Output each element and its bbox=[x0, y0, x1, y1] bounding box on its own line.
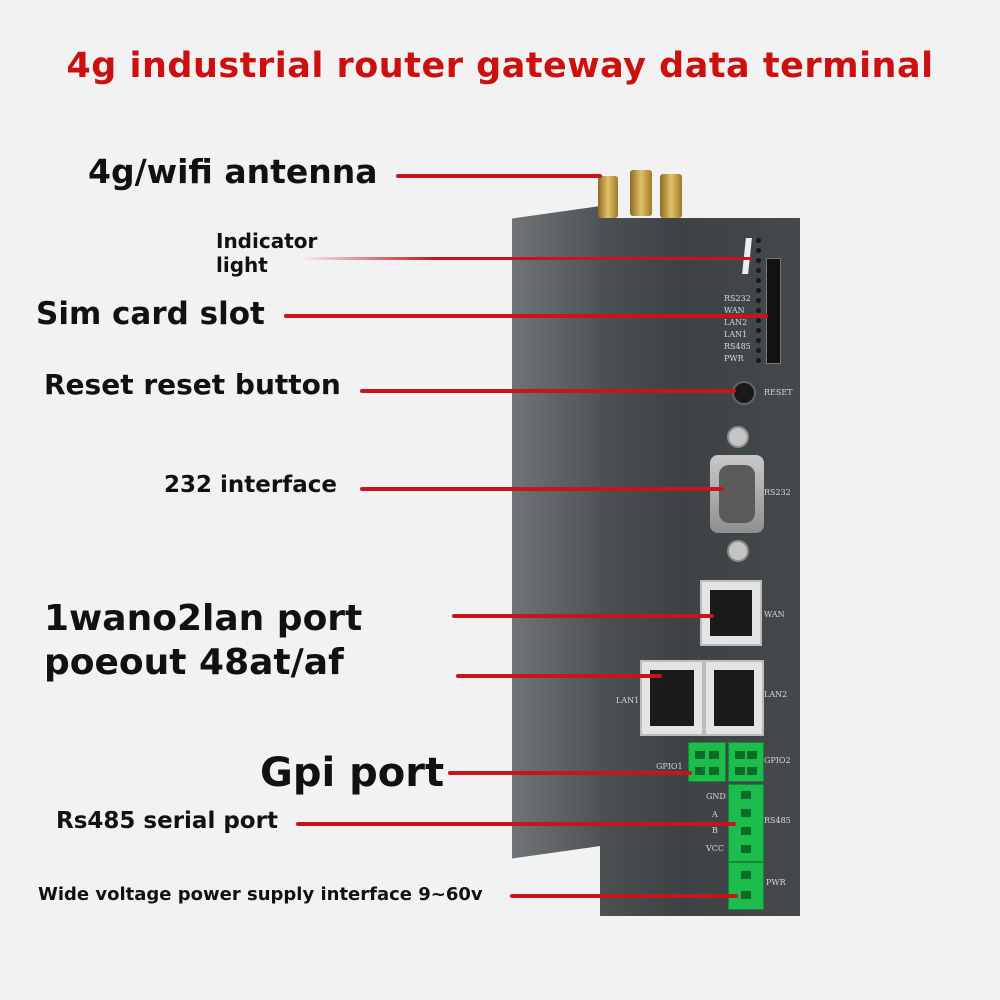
gnd-panel-label: GND bbox=[706, 792, 726, 801]
vcc-panel-label: VCC bbox=[706, 844, 725, 853]
indicator-callout-line1: Indicator bbox=[216, 229, 318, 253]
gpio1-panel-label: GPIO1 bbox=[656, 762, 683, 771]
wan-port bbox=[700, 580, 762, 646]
led-label-lan1: LAN1 bbox=[724, 330, 748, 339]
pwr-panel-label: PWR bbox=[766, 878, 786, 887]
db9-screw-bottom bbox=[727, 540, 749, 562]
rs485-panel-label: RS485 bbox=[764, 816, 791, 825]
gpi-leader-line bbox=[448, 771, 692, 775]
rs232-callout: 232 interface bbox=[164, 472, 337, 498]
rs232-panel-label: RS232 bbox=[764, 488, 791, 497]
antenna-callout: 4g/wifi antenna bbox=[88, 152, 378, 191]
gpi-callout: Gpi port bbox=[260, 750, 445, 796]
wan-leader-line bbox=[452, 614, 714, 618]
rs485-callout: Rs485 serial port bbox=[56, 808, 278, 834]
rs232-db9-connector bbox=[710, 455, 764, 533]
reset-callout: Reset reset button bbox=[44, 368, 341, 401]
lan2-panel-label: LAN2 bbox=[764, 690, 788, 699]
wan-panel-label: WAN bbox=[764, 610, 785, 619]
rs485-leader-line bbox=[296, 822, 736, 826]
led-label-pwr: PWR bbox=[724, 354, 744, 363]
antenna-leader-line bbox=[396, 174, 602, 178]
db9-screw-top bbox=[727, 426, 749, 448]
reset-panel-label: RESET bbox=[764, 388, 793, 397]
sim-card-slot bbox=[766, 258, 781, 364]
reset-button bbox=[732, 381, 756, 405]
power-callout: Wide voltage power supply interface 9~60… bbox=[38, 884, 483, 905]
gpio2-terminal bbox=[728, 742, 764, 782]
a-panel-label: A bbox=[712, 810, 718, 819]
rs232-leader-line bbox=[360, 487, 724, 491]
b-panel-label: B bbox=[712, 826, 718, 835]
page-title: 4g industrial router gateway data termin… bbox=[66, 46, 934, 86]
gpio2-panel-label: GPIO2 bbox=[764, 756, 791, 765]
lan1-port bbox=[640, 660, 704, 736]
led-label-rs485: RS485 bbox=[724, 342, 751, 351]
power-leader-line bbox=[510, 894, 738, 898]
lan1-panel-label: LAN1 bbox=[616, 696, 640, 705]
lan2-port bbox=[704, 660, 764, 736]
sim-leader-line bbox=[284, 314, 768, 318]
led-label-wan: WAN bbox=[724, 306, 745, 315]
wan-callout-line1: 1wano2lan port bbox=[44, 598, 363, 639]
indicator-leader-line bbox=[300, 257, 752, 260]
wan-callout-line2: poeout 48at/af bbox=[44, 642, 344, 683]
led-label-rs232: RS232 bbox=[724, 294, 751, 303]
power-terminal bbox=[728, 862, 764, 910]
sim-callout: Sim card slot bbox=[36, 296, 265, 332]
device-side-panel bbox=[512, 205, 604, 859]
antenna-connector-left bbox=[598, 176, 618, 218]
gpio1-terminal bbox=[688, 742, 726, 782]
led-label-lan2: LAN2 bbox=[724, 318, 748, 327]
indicator-callout-line2: light bbox=[216, 253, 268, 277]
reset-leader-line bbox=[360, 389, 736, 393]
antenna-connector-right bbox=[660, 174, 682, 218]
antenna-connector-mid bbox=[630, 170, 652, 216]
lan-leader-line bbox=[456, 674, 662, 678]
